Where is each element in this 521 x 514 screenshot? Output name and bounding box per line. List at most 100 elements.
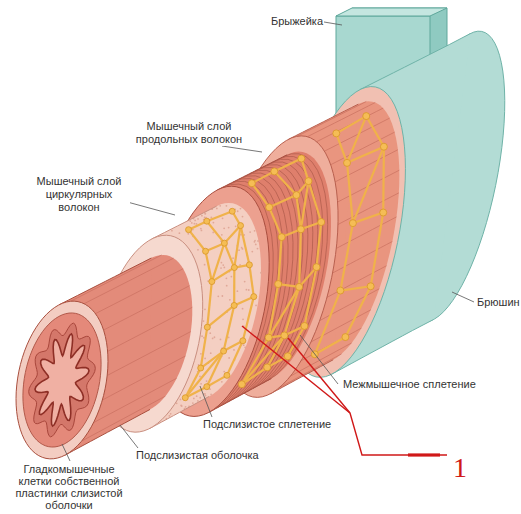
annotation-line <box>350 413 447 455</box>
part-label: Брюшин <box>476 296 521 309</box>
ganglion <box>265 334 272 341</box>
muscle-fiber <box>104 286 190 330</box>
tissue-dot <box>204 308 206 310</box>
nerve-fiber <box>212 268 235 282</box>
muscle-fiber <box>102 356 185 400</box>
tissue-dot <box>221 262 223 264</box>
nerve-fiber <box>284 287 299 335</box>
tissue-dot <box>185 406 187 408</box>
part-label: Гладкомышечные клетки собственной пласти… <box>8 463 130 511</box>
tissue-dot <box>248 289 250 291</box>
layer-outline <box>360 33 471 89</box>
ganglion <box>305 178 312 185</box>
nerve-fiber <box>340 223 353 290</box>
tissue-dot <box>221 295 223 297</box>
tissue-dot <box>214 336 216 338</box>
tissue-dot <box>238 249 240 251</box>
ganglion <box>318 219 325 226</box>
tissue-dot <box>201 215 203 217</box>
part-label: Подслизистая оболочка <box>135 449 260 462</box>
leader-line <box>222 146 262 152</box>
nerve-fiber <box>353 213 383 224</box>
part-label: Мышечный слой продольных волокон <box>128 120 250 146</box>
ganglion <box>248 180 255 187</box>
nerve-fiber <box>304 267 316 326</box>
part-label: Подслизистое сплетение <box>202 418 332 431</box>
tissue-dot <box>203 320 205 322</box>
ganglion <box>204 384 210 390</box>
tissue-dot <box>242 216 244 218</box>
ganglion <box>209 279 215 285</box>
nerve-fiber <box>309 181 322 222</box>
mesentery-fold <box>336 8 447 16</box>
tissue-dot <box>255 305 257 307</box>
ganglion <box>204 218 210 224</box>
nerve-fiber <box>207 211 232 221</box>
ganglion <box>231 302 237 308</box>
nerve-fiber <box>207 282 212 328</box>
layer-outline <box>59 258 151 305</box>
part-label: Межмышечное сплетение <box>342 378 477 391</box>
tissue-dot <box>220 267 222 269</box>
tissue-dot <box>168 415 170 417</box>
ganglion <box>246 262 252 268</box>
nerve-fiber <box>207 221 225 243</box>
ganglion <box>313 264 320 271</box>
ganglion <box>231 265 237 271</box>
nerve-fiber <box>234 226 240 268</box>
tissue-dot <box>236 290 238 292</box>
tissue-dot <box>171 230 173 232</box>
tissue-dot <box>199 376 201 378</box>
tissue-dot <box>226 285 228 287</box>
nerve-fiber <box>269 195 296 207</box>
nerve-fiber <box>278 237 281 284</box>
nerve-fiber <box>233 268 235 306</box>
nerve-fiber <box>241 226 250 265</box>
ganglion <box>238 381 245 388</box>
part-label: Брыжейка <box>270 15 324 28</box>
ganglion <box>240 338 246 344</box>
leader-line <box>120 425 138 448</box>
ganglion <box>229 208 235 214</box>
tissue-dot <box>212 338 214 340</box>
nerve-fiber <box>353 147 384 223</box>
part-label: Мышечный слой циркулярных волокон <box>28 175 130 214</box>
nerve-fiber <box>269 207 281 237</box>
nerve-fiber <box>301 181 309 229</box>
tissue-dot <box>212 222 214 224</box>
nerve-fiber <box>249 265 253 297</box>
tissue-dot <box>254 230 256 232</box>
tissue-dot <box>223 227 225 229</box>
tissue-dot <box>210 352 212 354</box>
tissue-dot <box>199 397 201 399</box>
ganglion <box>297 226 304 233</box>
tissue-dot <box>197 218 199 220</box>
tissue-dot <box>233 349 235 351</box>
tissue-dot <box>223 266 225 268</box>
ganglion <box>203 248 209 254</box>
tissue-dot <box>240 208 242 210</box>
tissue-dot <box>170 413 172 415</box>
tissue-dot <box>226 277 228 279</box>
muscle-fiber <box>324 118 389 151</box>
tissue-dot <box>242 318 244 320</box>
ganglion <box>221 348 227 354</box>
ganglion <box>186 227 192 233</box>
tissue-dot <box>246 289 248 291</box>
tissue-dot <box>222 264 224 266</box>
tissue-dot <box>249 231 251 233</box>
tissue-dot <box>204 264 206 266</box>
ganglion <box>349 220 356 227</box>
ganglion <box>251 294 257 300</box>
nerve-fiber <box>366 116 384 147</box>
tissue-dot <box>255 244 257 246</box>
ganglion <box>380 143 387 150</box>
tissue-dot <box>189 220 191 222</box>
annotation-mark <box>408 453 440 456</box>
tissue-dot <box>228 227 230 229</box>
tissue-dot <box>187 233 189 235</box>
tissue-dot <box>221 381 223 383</box>
tissue-dot <box>254 240 256 242</box>
nerve-fiber <box>207 305 234 327</box>
tissue-dot <box>201 230 203 232</box>
